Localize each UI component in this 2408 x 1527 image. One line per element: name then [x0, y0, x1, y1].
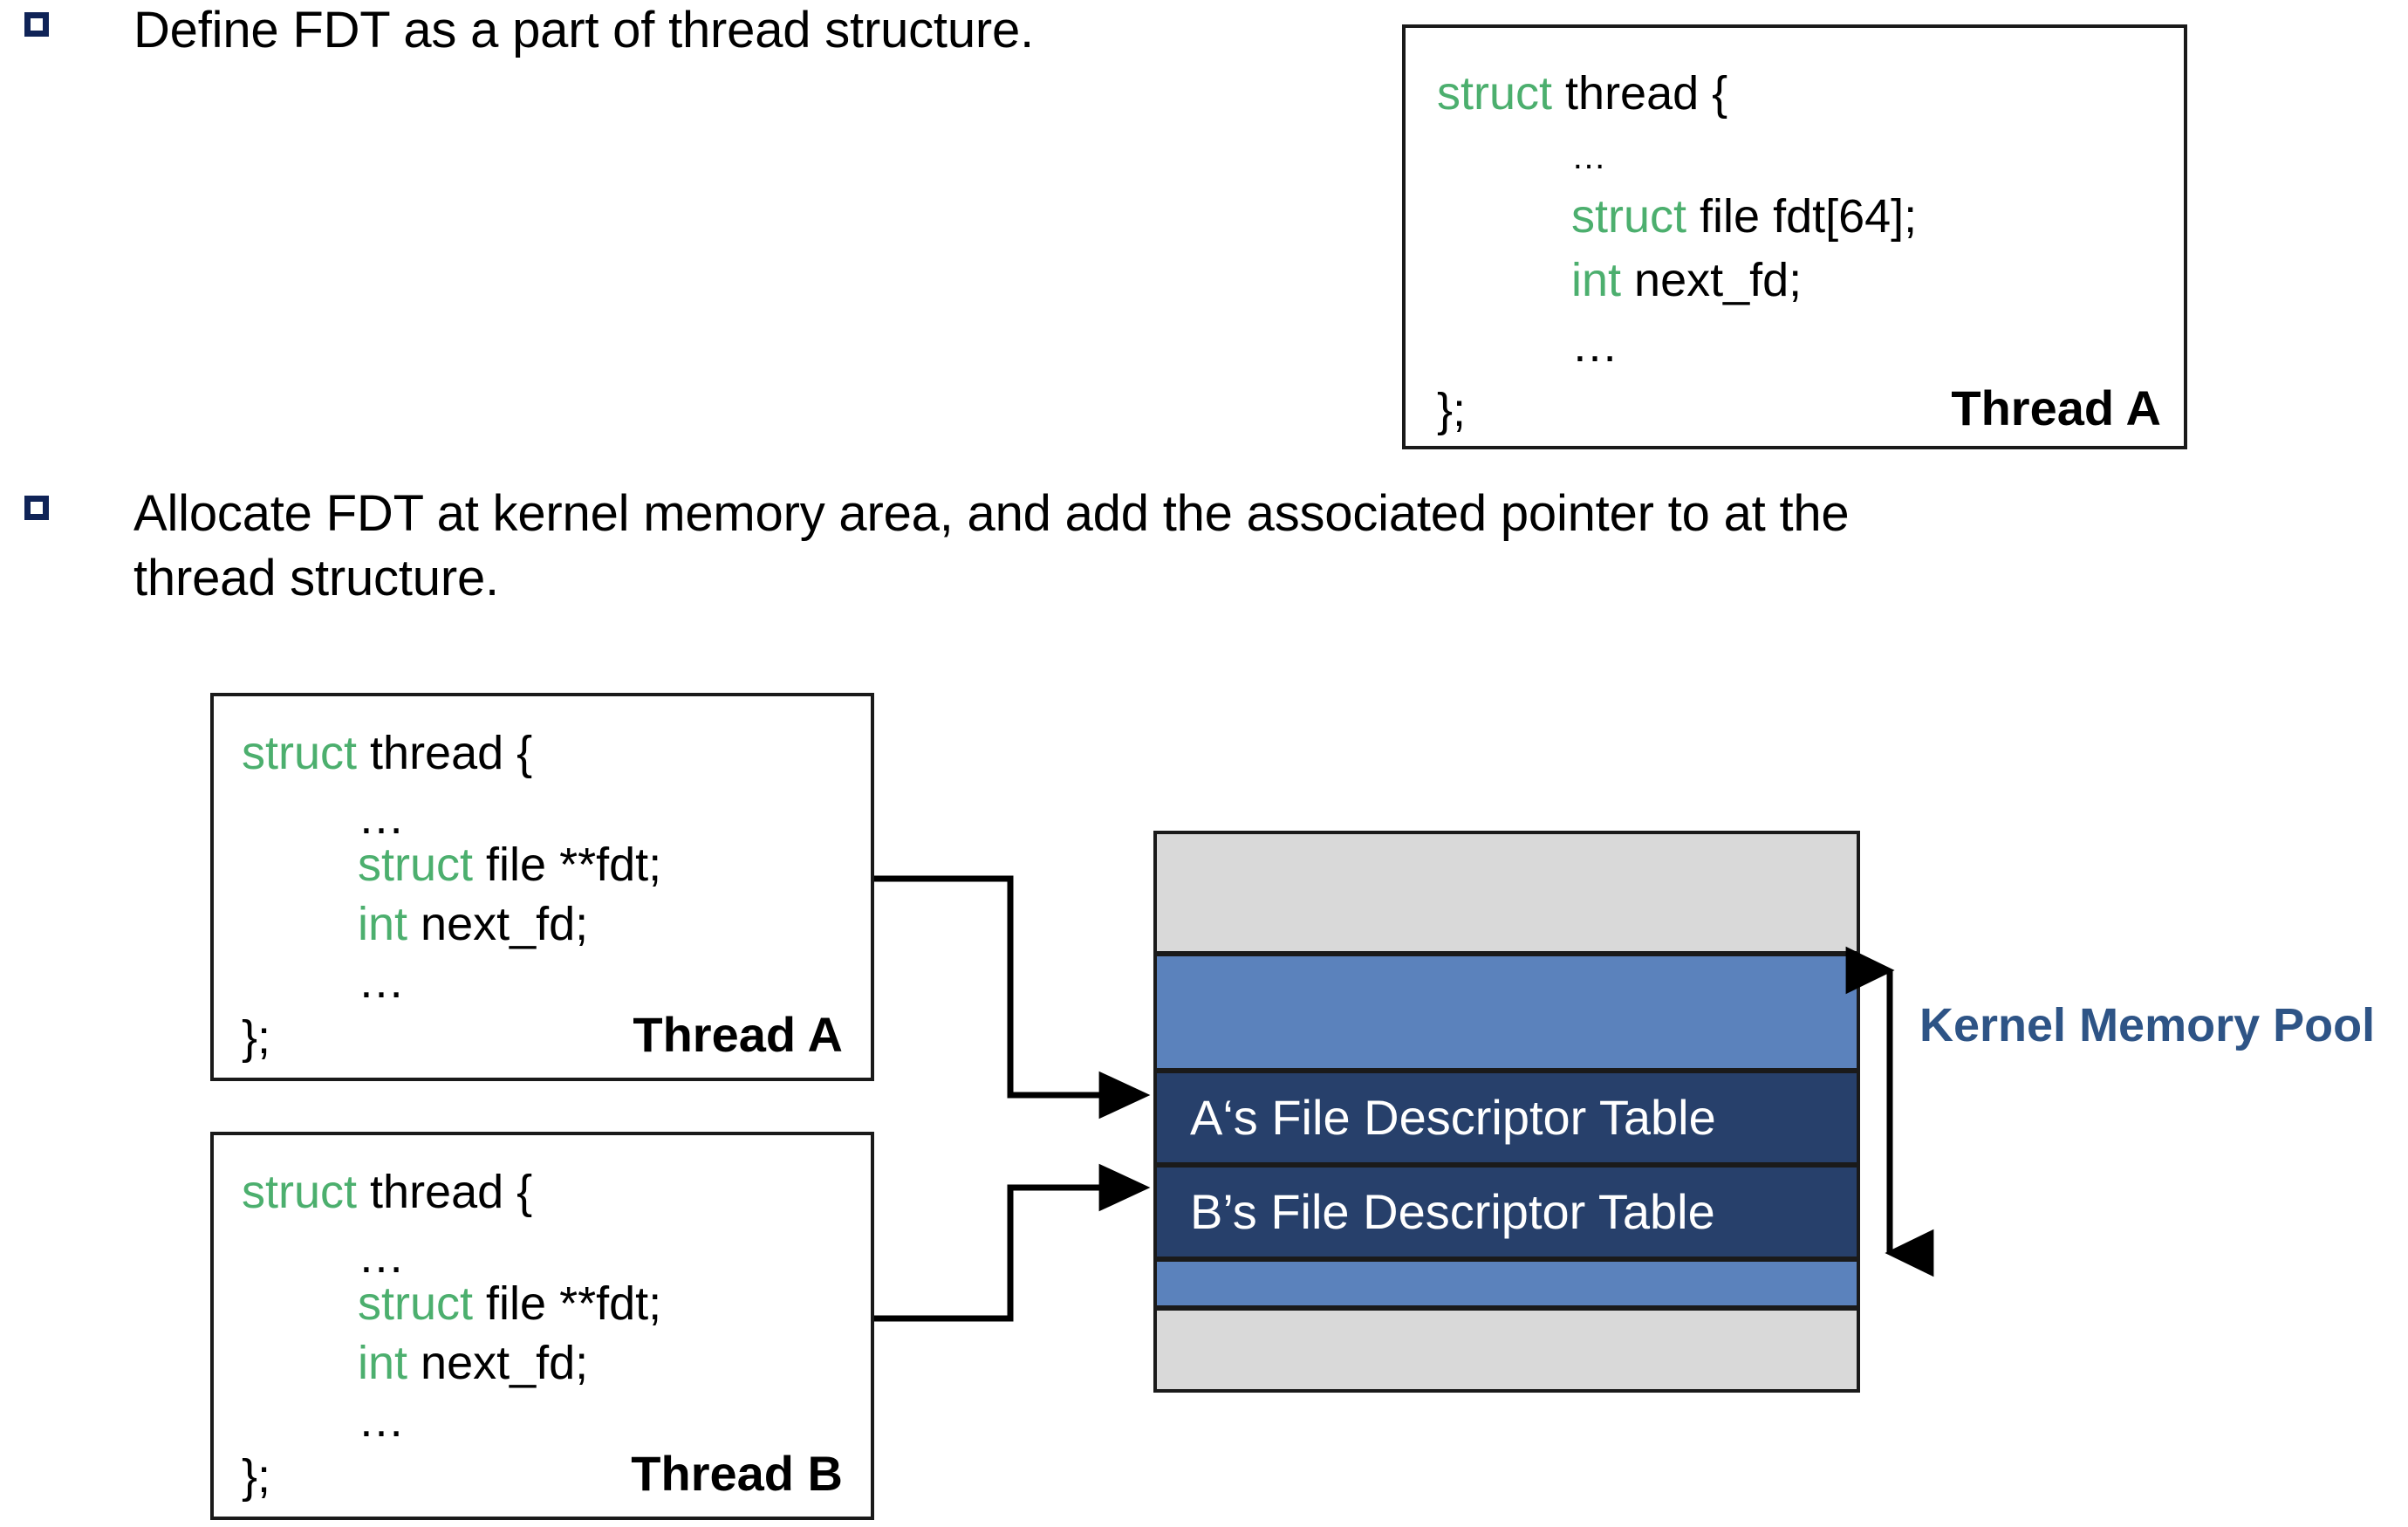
keyword-struct: struct — [358, 839, 474, 891]
code-line-struct-close: }; — [242, 1011, 271, 1064]
code-box-thread-a-top: struct thread { … struct file fdt[64]; i… — [1402, 24, 2187, 449]
mem-band-label-a-fdt: A‘s File Descriptor Table — [1190, 1090, 1716, 1145]
bullet-item-1: Define FDT as a part of thread structure… — [24, 2, 1034, 63]
keyword-int: int — [358, 1337, 408, 1389]
keyword-struct: struct — [242, 727, 358, 779]
thread-a-top-label: Thread A — [1951, 380, 2161, 435]
code-line-fdt: struct file **fdt; — [358, 1280, 661, 1327]
keyword-struct: struct — [358, 1277, 474, 1330]
thread-b-bottom-label: Thread B — [631, 1446, 843, 1501]
code-line-ellipsis-1: … — [358, 791, 407, 844]
bullet-2-text: Allocate FDT at kernel memory area, and … — [133, 485, 1850, 607]
code-line-struct-open: struct thread { — [242, 729, 532, 777]
bullet-square-icon — [24, 12, 49, 37]
code-line-ellipsis-2: … — [358, 955, 407, 1008]
code-line-struct-close: }; — [242, 1450, 271, 1503]
code-line-ellipsis-1: … — [1571, 138, 1608, 176]
keyword-struct: struct — [1571, 190, 1687, 243]
kernel-memory-pool-title: Kernel Memory Pool — [1919, 999, 2376, 1051]
code-line-struct-open: struct thread { — [242, 1168, 532, 1215]
code-text: file fdt[64]; — [1686, 190, 1918, 243]
mem-band-used-lower — [1153, 1258, 1860, 1309]
connector-thread-b-to-fdt — [874, 1163, 1151, 1322]
code-line-struct-close: }; — [1437, 384, 1467, 436]
code-text: file **fdt; — [473, 839, 662, 891]
kernel-memory-pool: A‘s File Descriptor Table B’s File Descr… — [1153, 831, 1860, 1393]
code-line-fdt: struct file fdt[64]; — [1571, 193, 1917, 240]
thread-a-bottom-label: Thread A — [633, 1007, 843, 1062]
code-line-next-fd: int next_fd; — [358, 900, 588, 948]
bullet-square-icon — [24, 496, 49, 520]
code-text: thread { — [357, 727, 533, 779]
code-line-next-fd: int next_fd; — [358, 1339, 588, 1387]
code-line-next-fd: int next_fd; — [1571, 257, 1802, 304]
mem-band-b-fdt: B’s File Descriptor Table — [1153, 1164, 1860, 1260]
keyword-struct: struct — [242, 1166, 358, 1218]
code-box-thread-b-bottom: struct thread { … struct file **fdt; int… — [210, 1132, 874, 1520]
keyword-struct: struct — [1437, 67, 1553, 120]
bullet-item-2: Allocate FDT at kernel memory area, and … — [24, 485, 1850, 611]
code-text: next_fd; — [407, 1337, 589, 1389]
mem-band-free-bottom — [1153, 1307, 1860, 1393]
code-line-ellipsis-1: … — [358, 1230, 407, 1283]
code-line-ellipsis-2: … — [1571, 319, 1620, 372]
code-box-thread-a-bottom: struct thread { … struct file **fdt; int… — [210, 693, 874, 1081]
connector-thread-a-to-fdt — [874, 875, 1151, 1120]
mem-band-a-fdt: A‘s File Descriptor Table — [1153, 1070, 1860, 1166]
bullet-1-text: Define FDT as a part of thread structure… — [133, 2, 1034, 58]
mem-band-used-upper — [1153, 953, 1860, 1072]
mem-band-label-b-fdt: B’s File Descriptor Table — [1190, 1184, 1715, 1239]
mem-band-free-top — [1153, 831, 1860, 955]
code-line-ellipsis-2: … — [358, 1394, 407, 1447]
code-line-struct-open: struct thread { — [1437, 70, 1727, 117]
keyword-int: int — [1571, 254, 1622, 306]
code-text: next_fd; — [1621, 254, 1803, 306]
code-text: thread { — [357, 1166, 533, 1218]
keyword-int: int — [358, 898, 408, 950]
code-line-fdt: struct file **fdt; — [358, 841, 661, 888]
code-text: thread { — [1552, 67, 1728, 120]
code-text: next_fd; — [407, 898, 589, 950]
code-text: file **fdt; — [473, 1277, 662, 1330]
